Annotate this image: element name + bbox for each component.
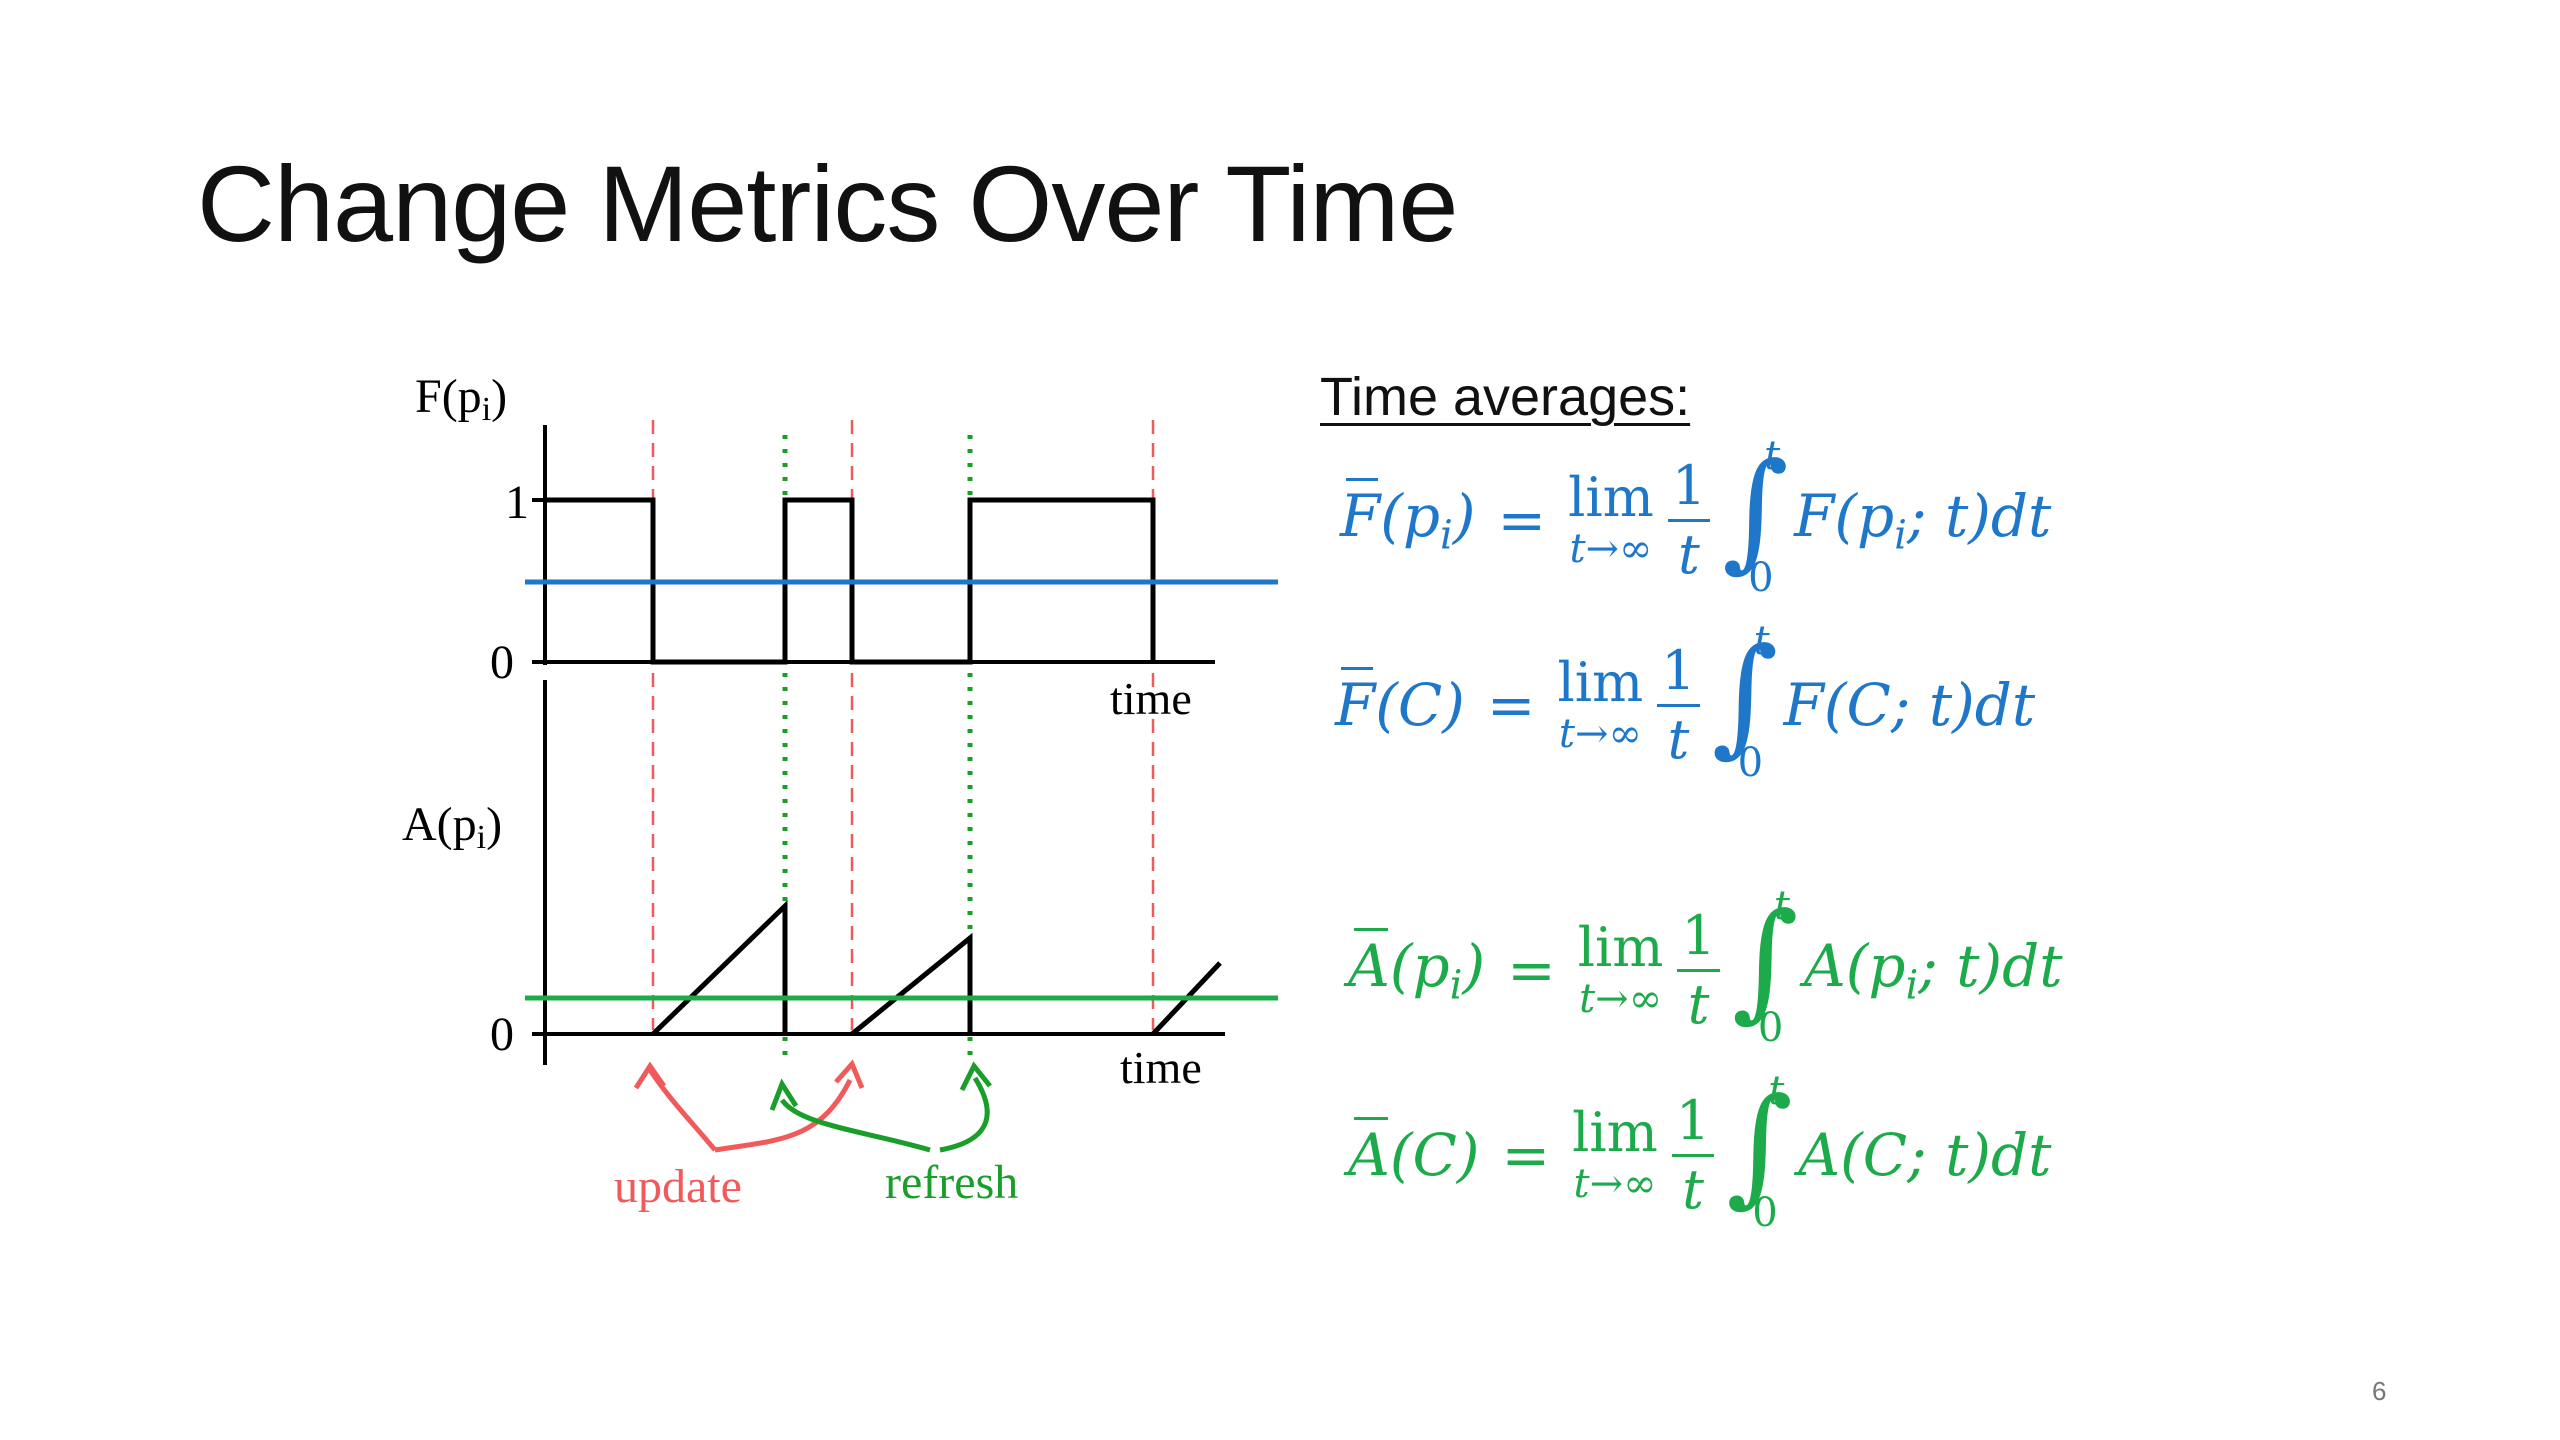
formula-integral: ∫t 0 — [1722, 433, 1789, 601]
formula-integrand: F(pi; t)dt — [1794, 482, 2051, 559]
formula-lhs-close: ) — [1452, 481, 1476, 550]
freshness-tick-1: 1 — [505, 476, 529, 529]
integral-sign: ∫ — [1731, 886, 1799, 1035]
formula-lhs: A(C) — [1348, 1117, 1480, 1189]
integrand-rest: ; t)dt — [1918, 931, 2063, 1000]
formula-lim-word: lim — [1568, 466, 1654, 529]
integral-lower: 0 — [1752, 1190, 1778, 1236]
formula-lhs: F(pi) — [1340, 477, 1476, 559]
refresh-lines — [782, 435, 973, 1060]
refresh-arrows — [769, 1061, 992, 1153]
integrand-main: A(p — [1803, 931, 1906, 1000]
time-averages-heading: Time averages: — [1320, 367, 1691, 427]
integral-lower: 0 — [1748, 555, 1774, 601]
refresh-label: refresh — [885, 1156, 1018, 1209]
formula-lhs: F(C) — [1335, 667, 1465, 739]
integral-sign: ∫ — [1722, 436, 1789, 585]
integral-upper: t — [1753, 618, 1770, 664]
formula-lhs-arg: (C) — [1375, 671, 1465, 739]
formula-lhs-letter: A — [1348, 1117, 1390, 1189]
formula-fraction-num: 1 — [1681, 903, 1716, 967]
integrand-main: F(C; t)dt — [1783, 671, 2036, 739]
formula-fraction-num: 1 — [1671, 453, 1707, 517]
formula-lim-sub: t→∞ — [1573, 1161, 1657, 1207]
integrand-rest: ; t)dt — [1906, 481, 2052, 550]
formula-lhs-letter: F — [1340, 477, 1381, 550]
age-time-label: time — [1120, 1042, 1202, 1093]
formula-lim-word: lim — [1557, 651, 1644, 714]
integral-lower: 0 — [1737, 740, 1764, 786]
freshness-axis-label: F(pi) — [415, 370, 507, 428]
integral-sign: ∫ — [1726, 1071, 1793, 1220]
formula-equals: = — [1486, 671, 1536, 739]
freshness-axes — [532, 425, 1215, 665]
integrand-main: F(p — [1794, 481, 1895, 550]
formula-lhs-close: ) — [1462, 931, 1486, 1000]
formula-lim-word: lim — [1577, 916, 1664, 979]
formula-integrand: A(pi; t)dt — [1804, 932, 2063, 1009]
formula-fraction-num: 1 — [1661, 638, 1696, 702]
formula-lhs: A(pi) — [1348, 927, 1486, 1009]
age-curve — [651, 900, 1222, 1036]
freshness-curve — [545, 497, 1156, 665]
formula-lhs-sub: i — [1440, 512, 1453, 559]
formula-lhs-arg: (p — [1389, 931, 1450, 1000]
formula-lhs-arg: (p — [1380, 481, 1441, 550]
formula-lim-word: lim — [1572, 1101, 1658, 1164]
formula-fraction-den: t — [1657, 703, 1700, 767]
formula-lim-sub: t→∞ — [1579, 976, 1663, 1022]
formula-lim-sub: t→∞ — [1569, 526, 1653, 572]
formula-fraction-num: 1 — [1675, 1088, 1711, 1152]
formula-integral: ∫t 0 — [1712, 618, 1779, 786]
formula-integral: ∫t 0 — [1732, 883, 1799, 1051]
integrand-sub: i — [1905, 962, 1919, 1009]
slide-title: Change Metrics Over Time — [197, 143, 1458, 264]
integrand-sub: i — [1894, 512, 1907, 559]
formula-lhs-letter: A — [1348, 927, 1390, 1000]
age-axis-label: A(pi) — [402, 798, 502, 856]
integral-sign: ∫ — [1711, 621, 1779, 770]
formula-fraction-den: t — [1667, 518, 1711, 582]
formula-integrand: F(C; t)dt — [1784, 671, 2036, 739]
update-arrows — [633, 1059, 865, 1153]
integral-upper: t — [1773, 883, 1790, 929]
formula-lhs-sub: i — [1449, 962, 1463, 1009]
integral-upper: t — [1768, 1068, 1785, 1114]
formula-lhs-letter: F — [1335, 667, 1376, 739]
formula-equals: = — [1497, 486, 1547, 554]
integral-lower: 0 — [1757, 1005, 1784, 1051]
formula-fraction-den: t — [1677, 968, 1720, 1032]
formula-integrand: A(C; t)dt — [1798, 1121, 2051, 1189]
integral-upper: t — [1764, 433, 1781, 479]
formula-lim-sub: t→∞ — [1558, 711, 1642, 757]
formula-equals: = — [1501, 1121, 1551, 1189]
integrand-main: A(C; t)dt — [1798, 1121, 2052, 1189]
page-number: 6 — [2372, 1376, 2387, 1406]
freshness-tick-0: 0 — [490, 636, 514, 689]
update-label: update — [614, 1160, 742, 1213]
formula-integral: ∫t 0 — [1726, 1068, 1793, 1236]
freshness-time-label: time — [1110, 673, 1192, 724]
formula-lhs-arg: (C) — [1389, 1121, 1480, 1189]
update-lines — [651, 420, 1155, 1030]
age-axes — [532, 680, 1225, 1065]
age-tick-0: 0 — [490, 1008, 514, 1061]
formula-equals: = — [1507, 936, 1556, 1004]
formula-fraction-den: t — [1671, 1153, 1715, 1217]
